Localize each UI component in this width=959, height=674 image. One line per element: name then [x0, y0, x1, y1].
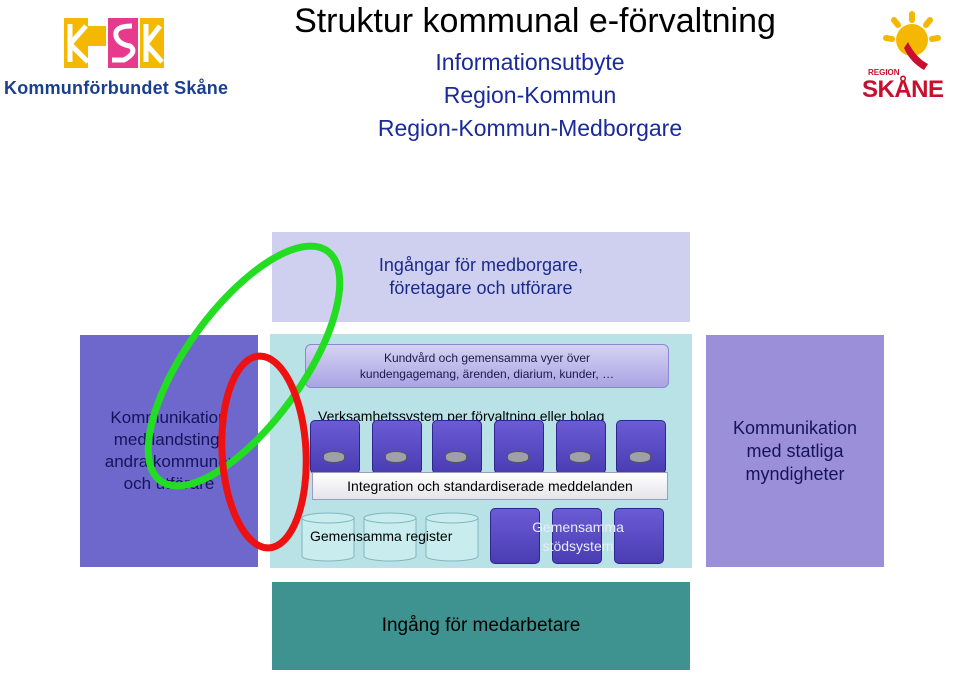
customer-care-line-1: Kundvård och gemensamma vyer över — [383, 351, 591, 365]
subtitle-line-2: Region-Kommun — [443, 82, 617, 108]
citizen-entry-line-1: Ingångar för medborgare, — [378, 255, 584, 275]
left-box-line-2: med landsting, — [113, 430, 225, 449]
left-box-line-4: och utförare — [123, 474, 215, 493]
support-system-block-icon — [614, 508, 664, 564]
support-systems-line-2: stödsystem — [542, 538, 614, 554]
regional-communication-box: Kommunikation med landsting, andra kommu… — [80, 335, 258, 567]
shared-registers-label: Gemensamma register — [310, 528, 453, 544]
business-system-cylinder-icon — [556, 420, 606, 474]
support-systems-line-1: Gemensamma — [532, 519, 624, 535]
customer-care-line-2: kundengagemang, ärenden, diarium, kunder… — [359, 367, 615, 381]
employee-entry-box: Ingång för medarbetare — [272, 582, 690, 670]
support-system-block-icon — [490, 508, 540, 564]
employee-entry-label: Ingång för medarbetare — [381, 615, 581, 636]
page-title: Struktur kommunal e-förvaltning — [294, 2, 776, 40]
business-system-cylinder-icon — [310, 420, 360, 474]
integration-label: Integration och standardiserade meddelan… — [347, 478, 633, 494]
subtitle-line-1: Informationsutbyte — [435, 49, 625, 75]
left-box-line-1: Kommunikation — [110, 408, 228, 427]
kommunforbundet-skane-wordmark: Kommunförbundet Skåne — [4, 78, 229, 98]
subtitle-line-3: Region-Kommun-Medborgare — [377, 115, 683, 141]
business-system-cylinder-icon — [616, 420, 666, 474]
customer-care-box: Kundvård och gemensamma vyer över kunden… — [305, 344, 669, 388]
business-system-cylinder-icon — [372, 420, 422, 474]
shared-support-systems-label: Gemensamma stödsystem — [510, 518, 646, 556]
right-box-line-1: Kommunikation — [732, 417, 858, 438]
citizen-entry-line-2: företagare och utförare — [389, 278, 573, 298]
right-box-line-3: myndigheter — [745, 463, 845, 484]
region-word: REGION — [868, 68, 900, 77]
integration-bar: Integration och standardiserade meddelan… — [312, 472, 668, 500]
region-skane-logo — [883, 11, 941, 70]
citizen-entry-box: Ingångar för medborgare, företagare och … — [272, 232, 690, 322]
shared-register-database-icon — [301, 512, 479, 562]
business-system-cylinder-icon — [432, 420, 482, 474]
business-system-cylinder-icon — [494, 420, 544, 474]
left-box-line-3: andra kommuner — [104, 452, 234, 471]
skane-wordmark: SKÅNE — [862, 76, 944, 103]
kommunforbundet-skane-logo — [64, 18, 164, 68]
support-system-block-icon — [552, 508, 602, 564]
state-communication-box: Kommunikation med statliga myndigheter — [706, 335, 884, 567]
right-box-line-2: med statliga — [746, 440, 844, 461]
